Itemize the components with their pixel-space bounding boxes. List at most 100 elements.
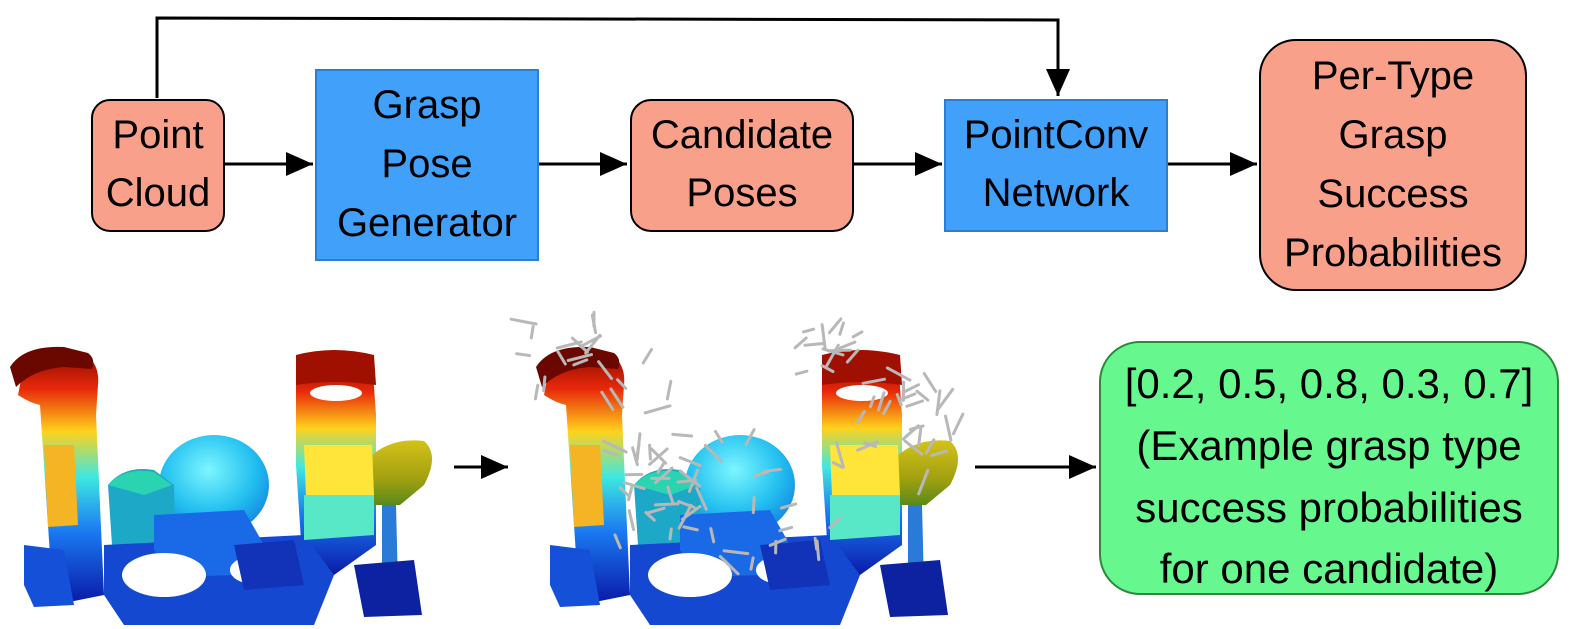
grasp-candidate-line [631, 446, 639, 467]
grasp-candidate-lines [509, 310, 965, 576]
grasp-candidate-line [665, 379, 673, 401]
grasp-candidate-line [671, 432, 694, 438]
grasp-candidate-line [753, 470, 769, 477]
grasp-candidate-line [869, 395, 876, 409]
grasp-candidate-line [678, 456, 702, 467]
grasp-candidate-line [882, 399, 892, 415]
node-generator-line-2: Pose [381, 142, 472, 186]
node-network-line-2: Network [983, 171, 1131, 215]
grasp-candidate-line [802, 327, 815, 334]
grasp-candidate-line [922, 372, 938, 393]
grasp-candidate-line [703, 443, 723, 463]
grasp-candidate-line [515, 352, 531, 357]
skip-connection-arrow [155, 16, 1070, 98]
grasp-candidate-line [542, 375, 547, 393]
example-output-box: [0.2, 0.5, 0.8, 0.3, 0.7] (Example grasp… [1099, 341, 1559, 595]
grasp-candidate-line [641, 348, 653, 365]
node-generator-line-3: Generator [337, 201, 517, 245]
grasp-candidate-line [648, 443, 652, 461]
grasp-candidate-line [828, 516, 842, 530]
grasp-candidate-line [821, 347, 845, 357]
grasp-candidate-line [828, 317, 843, 335]
grasp-candidate-line [930, 449, 949, 457]
grasp-candidate-line [838, 321, 845, 336]
node-candidate-poses: Candidate Poses [630, 99, 854, 232]
point-cloud-render [10, 346, 432, 625]
grasp-candidate-line [722, 549, 750, 556]
grasp-candidate-line [695, 486, 708, 511]
grasp-candidate-line [613, 533, 622, 550]
grasp-candidate-line [709, 527, 716, 544]
grasp-candidate-line [917, 425, 923, 447]
grasp-candidate-line [572, 358, 589, 367]
node-point-cloud-line-1: Point [112, 113, 203, 157]
grasp-candidate-line [718, 555, 740, 576]
grasp-candidate-line [609, 387, 625, 409]
node-network-line-1: PointConv [964, 113, 1149, 157]
grasp-candidate-line [813, 536, 819, 551]
grasp-candidate-line [793, 336, 808, 350]
grasp-candidate-line [831, 461, 845, 469]
grasp-candidate-line [616, 378, 628, 390]
node-output-line-3: Success [1317, 172, 1468, 216]
grasp-candidate-line [643, 404, 672, 415]
grasp-candidate-line [951, 412, 965, 436]
grasp-candidate-line [856, 410, 866, 424]
grasp-candidate-line [622, 481, 646, 491]
grasp-candidate-line [851, 330, 864, 339]
grasp-candidate-line [749, 556, 755, 571]
grasp-candidate-line [936, 387, 955, 412]
node-generator-line-1: Grasp [373, 83, 482, 127]
grasp-candidate-line [768, 537, 787, 547]
node-output-probabilities: Per-Type Grasp Success Probabilities [1259, 39, 1527, 291]
grasp-candidate-line [778, 525, 794, 533]
grasp-candidate-line [935, 389, 942, 416]
grasp-candidate-line [618, 486, 630, 497]
grasp-candidate-line [646, 506, 666, 515]
grasp-candidate-line [856, 440, 879, 452]
grasp-candidate-line [654, 466, 674, 485]
grasp-candidate-line [944, 414, 953, 442]
grasp-candidate-line [529, 325, 535, 340]
grasp-candidate-line [877, 391, 886, 412]
grasp-candidate-line [885, 366, 912, 382]
node-candidates-line-2: Poses [686, 171, 797, 215]
grasp-candidate-line [571, 336, 589, 354]
grasp-candidate-line [687, 468, 699, 493]
grasp-candidate-line [678, 469, 702, 488]
grasp-candidate-line [794, 369, 809, 376]
node-output-line-1: Per-Type [1312, 54, 1474, 98]
grasp-candidate-line [820, 364, 835, 373]
grasp-candidate-line [668, 527, 673, 541]
grasp-candidate-line [597, 360, 613, 380]
grasp-candidate-line [803, 341, 826, 347]
grasp-candidate-line [744, 428, 756, 446]
node-point-cloud-line-2: Cloud [106, 171, 211, 215]
grasp-candidate-line [845, 348, 860, 364]
example-output-values: [0.2, 0.5, 0.8, 0.3, 0.7] [1125, 360, 1534, 407]
grasp-candidate-line [627, 509, 636, 532]
grasp-candidate-line [656, 462, 666, 474]
node-point-cloud: Point Cloud [91, 99, 225, 232]
grasp-candidate-line [861, 377, 886, 385]
grasp-candidate-line [714, 430, 724, 444]
grasp-candidate-line [903, 439, 924, 456]
grasp-candidate-line [915, 389, 930, 402]
grasp-candidate-line [627, 485, 634, 502]
grasp-candidate-line [924, 438, 936, 455]
example-output-line-2: (Example grasp type [1136, 422, 1521, 469]
node-output-line-2: Grasp [1339, 113, 1448, 157]
grasp-candidate-line [590, 313, 598, 335]
node-output-line-4: Probabilities [1284, 231, 1502, 275]
example-output-line-4: for one candidate) [1160, 545, 1499, 592]
example-output-line-3: success probabilities [1135, 484, 1523, 531]
grasp-candidate-line [780, 502, 798, 510]
grasp-candidate-line [566, 353, 593, 362]
grasp-candidate-line [682, 525, 699, 532]
node-pointconv-network: PointConv Network [944, 99, 1168, 232]
grasp-candidate-line [903, 383, 921, 393]
grasp-candidate-line [680, 505, 702, 521]
node-candidates-line-1: Candidate [651, 113, 833, 157]
grasp-candidate-line [830, 340, 857, 353]
grasp-candidate-line [834, 440, 845, 469]
